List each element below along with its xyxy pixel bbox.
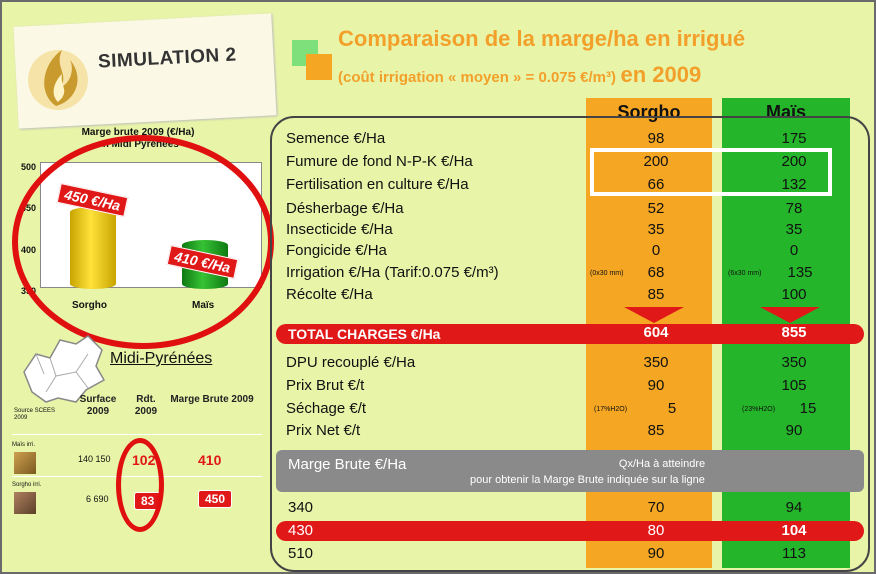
sorgho-value: 90 — [647, 545, 665, 562]
arrow-down-icon — [760, 307, 820, 323]
row-label: Prix Brut €/t — [286, 377, 365, 394]
sorgho-value: 80 — [647, 522, 665, 539]
mais-value: 0 — [789, 242, 799, 259]
arrow-down-icon — [624, 307, 684, 323]
mais-value: 90 — [785, 422, 803, 439]
col-header-surface: Surface 2009 — [79, 394, 117, 417]
subtitle-year: en 2009 — [620, 62, 702, 87]
sorgho-value: 350 — [643, 354, 669, 371]
mais-value: 35 — [785, 221, 803, 238]
col-header-rdt: Rdt. 2009 — [134, 394, 158, 417]
surface-sorgho: 6 690 — [86, 494, 109, 504]
mais-value: 350 — [781, 354, 807, 371]
row-label: DPU recouplé €/Ha — [286, 354, 416, 371]
sorgho-value: 85 — [647, 422, 665, 439]
row-label: Insecticide €/Ha — [286, 221, 393, 238]
marge-mais: 410 — [198, 452, 222, 468]
total-row — [276, 324, 864, 344]
col-header-marge: Marge Brute 2009 — [170, 394, 254, 405]
row-label: Fumure de fond N-P-K €/Ha — [286, 153, 473, 170]
sorgho-value: 90 — [647, 377, 665, 394]
results-panel — [270, 116, 870, 572]
mais-value: 100 — [781, 286, 807, 303]
row-label: Fertilisation en culture €/Ha — [286, 176, 469, 193]
mais-value: 113 — [782, 545, 806, 562]
sorgho-value: 5 — [667, 400, 677, 417]
region-map-icon — [23, 335, 106, 403]
sorgho-value: 52 — [647, 200, 665, 217]
total-mais: 855 — [781, 324, 807, 341]
sorgho-value: 66 — [647, 176, 665, 193]
mais-value: 104 — [781, 522, 807, 539]
sorgho-value: 35 — [647, 221, 665, 238]
highlighted-row — [276, 521, 864, 541]
flame-logo-icon — [28, 50, 88, 110]
mais-note: (6x30 mm) — [728, 270, 762, 277]
total-sorgho: 604 — [643, 324, 669, 341]
marge-row-label: 510 — [288, 545, 314, 562]
marge-sorgho: 450 — [198, 490, 233, 508]
marge-note-line1: Qx/Ha à atteindre — [618, 458, 706, 470]
marge-header-label: Marge Brute €/Ha — [288, 456, 407, 473]
sorgho-value: 68 — [647, 264, 665, 281]
sorgho-value: 0 — [651, 242, 661, 259]
marge-header-row — [276, 450, 864, 492]
mais-value: 78 — [785, 200, 803, 217]
marge-row-label: 430 — [288, 522, 314, 539]
sorgho-value: 70 — [647, 499, 665, 516]
mais-value: 15 — [799, 400, 817, 417]
divider — [12, 434, 262, 435]
highlight-box — [590, 148, 832, 196]
source-note: Source SCEES 2009 — [14, 408, 56, 421]
chart-title-line1: Marge brute 2009 (€/Ha) — [81, 127, 195, 138]
mais-value: 175 — [781, 130, 807, 147]
mais-value: 94 — [785, 499, 803, 516]
highlight-oval — [116, 438, 164, 532]
deco-square-orange — [306, 54, 332, 80]
mais-value: 200 — [781, 153, 807, 170]
page-subtitle: (coût irrigation « moyen » = 0.075 €/m³)… — [338, 62, 701, 88]
sorgho-value: 85 — [647, 286, 665, 303]
row-label-sorgho: Sorgho irri. — [12, 482, 42, 488]
sorgho-value: 200 — [643, 153, 669, 170]
sorgho-note: (0x30 mm) — [590, 270, 624, 277]
highlight-ellipse — [12, 135, 274, 349]
sorgho-photo — [14, 492, 36, 514]
row-label: Fongicide €/Ha — [286, 242, 387, 259]
row-label: Prix Net €/t — [286, 422, 361, 439]
row-label: Séchage €/t — [286, 400, 367, 417]
total-label: TOTAL CHARGES €/Ha — [288, 326, 441, 342]
row-label: Désherbage €/Ha — [286, 200, 404, 217]
mais-photo — [14, 452, 36, 474]
region-name: Midi-Pyrénées — [110, 350, 213, 367]
sorgho-value: 98 — [647, 130, 665, 147]
sorgho-note: (17%H2O) — [594, 406, 628, 413]
y-tick-label: 500 — [20, 162, 36, 172]
mais-value: 105 — [781, 377, 807, 394]
row-label: Récolte €/Ha — [286, 286, 373, 303]
marge-note-line2: pour obtenir la Marge Brute indiquée sur… — [470, 474, 705, 486]
surface-mais: 140 150 — [78, 454, 111, 464]
subtitle-cost: (coût irrigation « moyen » = 0.075 €/m³) — [338, 69, 616, 86]
mais-value: 135 — [787, 264, 813, 281]
row-label: Semence €/Ha — [286, 130, 386, 147]
mais-value: 132 — [781, 176, 807, 193]
marge-row-label: 340 — [288, 499, 314, 516]
row-label: Irrigation €/Ha (Tarif:0.075 €/m³) — [286, 264, 499, 281]
row-label-mais: Maïs irri. — [12, 442, 35, 448]
mais-note: (23%H2O) — [742, 406, 776, 413]
page-title: Comparaison de la marge/ha en irrigué — [338, 26, 746, 51]
